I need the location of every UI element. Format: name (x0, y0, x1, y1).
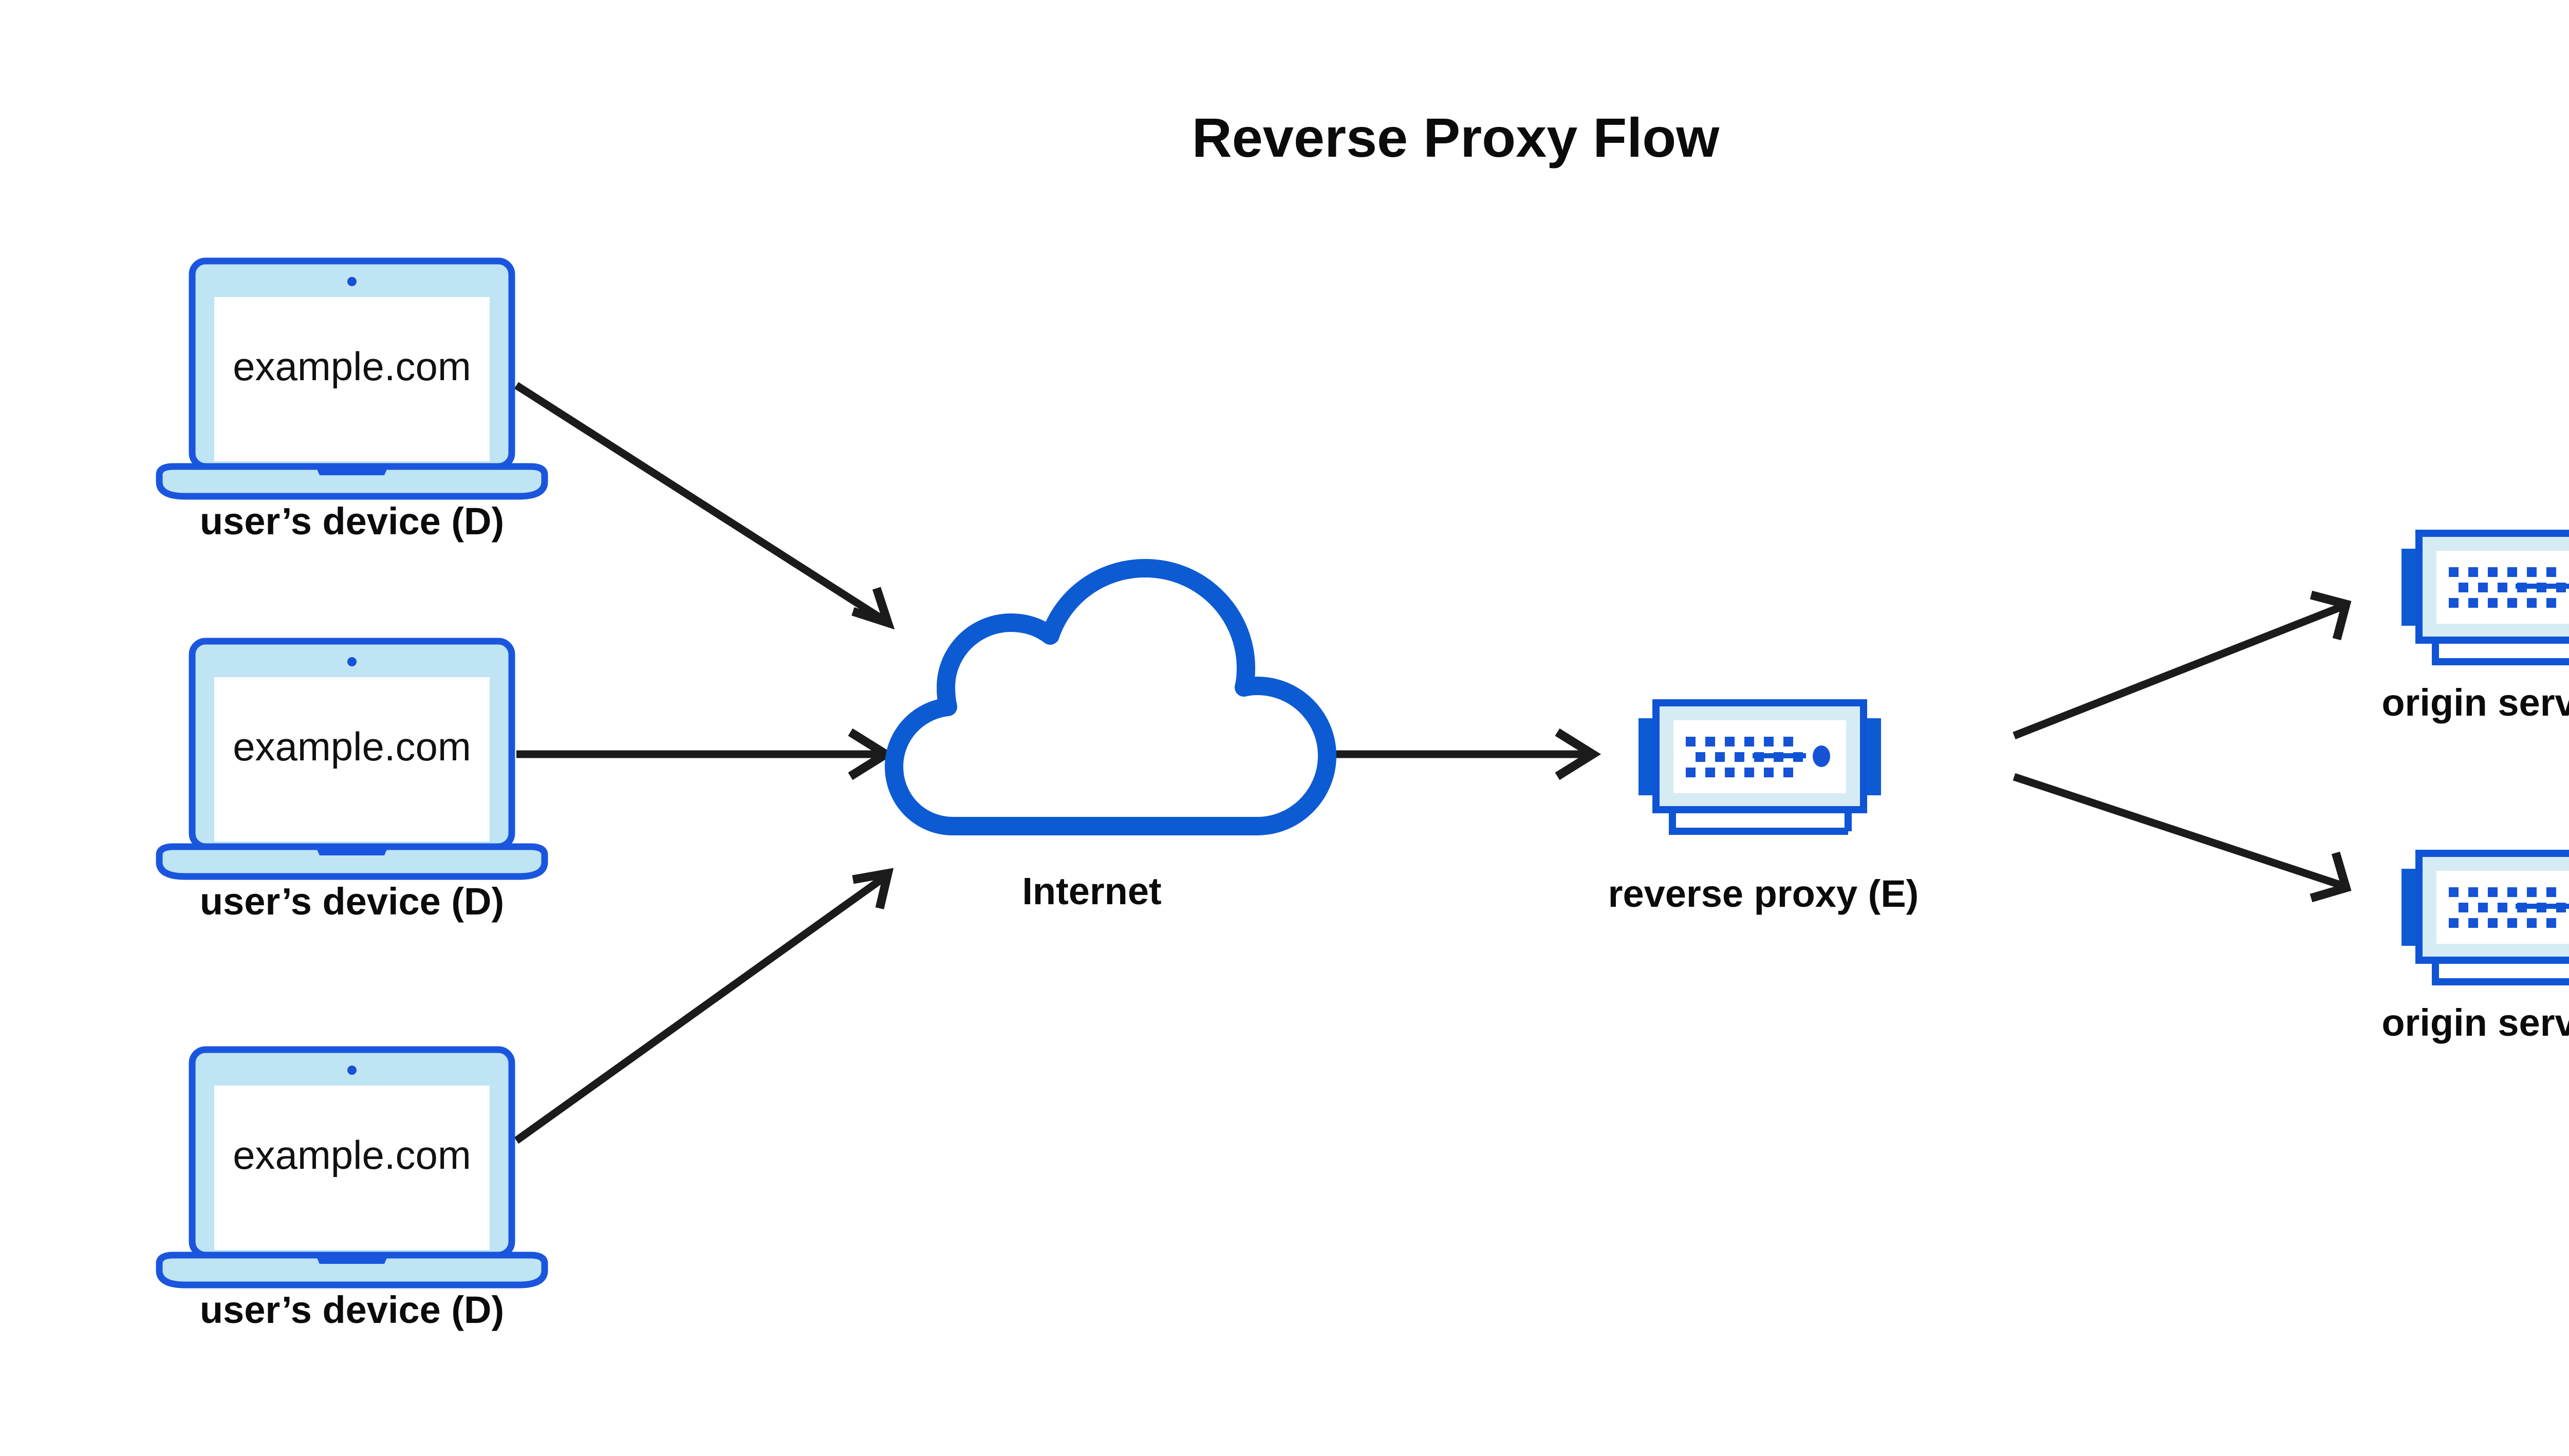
flow-arrows (514, 382, 2352, 1144)
arrow-proxy-to-origin-top (2013, 590, 2352, 739)
server-icon (2402, 853, 2569, 982)
node-client-middle[interactable]: example.com user’s device (D) (159, 641, 545, 923)
arrow-proxy-to-origin-bottom (2013, 773, 2352, 903)
server-icon (1639, 703, 1881, 831)
internet-label: Internet (1022, 870, 1161, 912)
origin-top-label: origin server (F) (2381, 681, 2569, 724)
node-origin-top[interactable]: origin server (F) (2381, 533, 2569, 724)
arrow-client-bottom-to-internet (514, 868, 894, 1144)
server-icon (2402, 533, 2569, 662)
arrow-client-top-to-internet (514, 382, 895, 630)
node-client-top[interactable]: example.com user’s device (D) (159, 261, 545, 543)
client-middle-screen-text: example.com (233, 724, 471, 769)
client-top-screen-text: example.com (233, 344, 471, 389)
client-middle-label: user’s device (D) (200, 880, 504, 923)
client-top-label: user’s device (D) (200, 500, 504, 543)
page-title: Reverse Proxy Flow (1192, 106, 1720, 169)
node-internet[interactable]: Internet (885, 559, 1336, 912)
node-reverse-proxy[interactable]: reverse proxy (E) (1608, 703, 1919, 915)
node-origin-bottom[interactable]: origin server (F) (2381, 853, 2569, 1044)
client-bottom-label: user’s device (D) (200, 1289, 504, 1331)
cloud-icon (885, 559, 1336, 835)
reverse-proxy-label: reverse proxy (E) (1608, 872, 1919, 915)
origin-bottom-label: origin server (F) (2381, 1001, 2569, 1044)
client-bottom-screen-text: example.com (233, 1132, 471, 1178)
node-client-bottom[interactable]: example.com user’s device (D) (159, 1050, 545, 1331)
arrow-client-middle-to-internet (516, 728, 895, 780)
